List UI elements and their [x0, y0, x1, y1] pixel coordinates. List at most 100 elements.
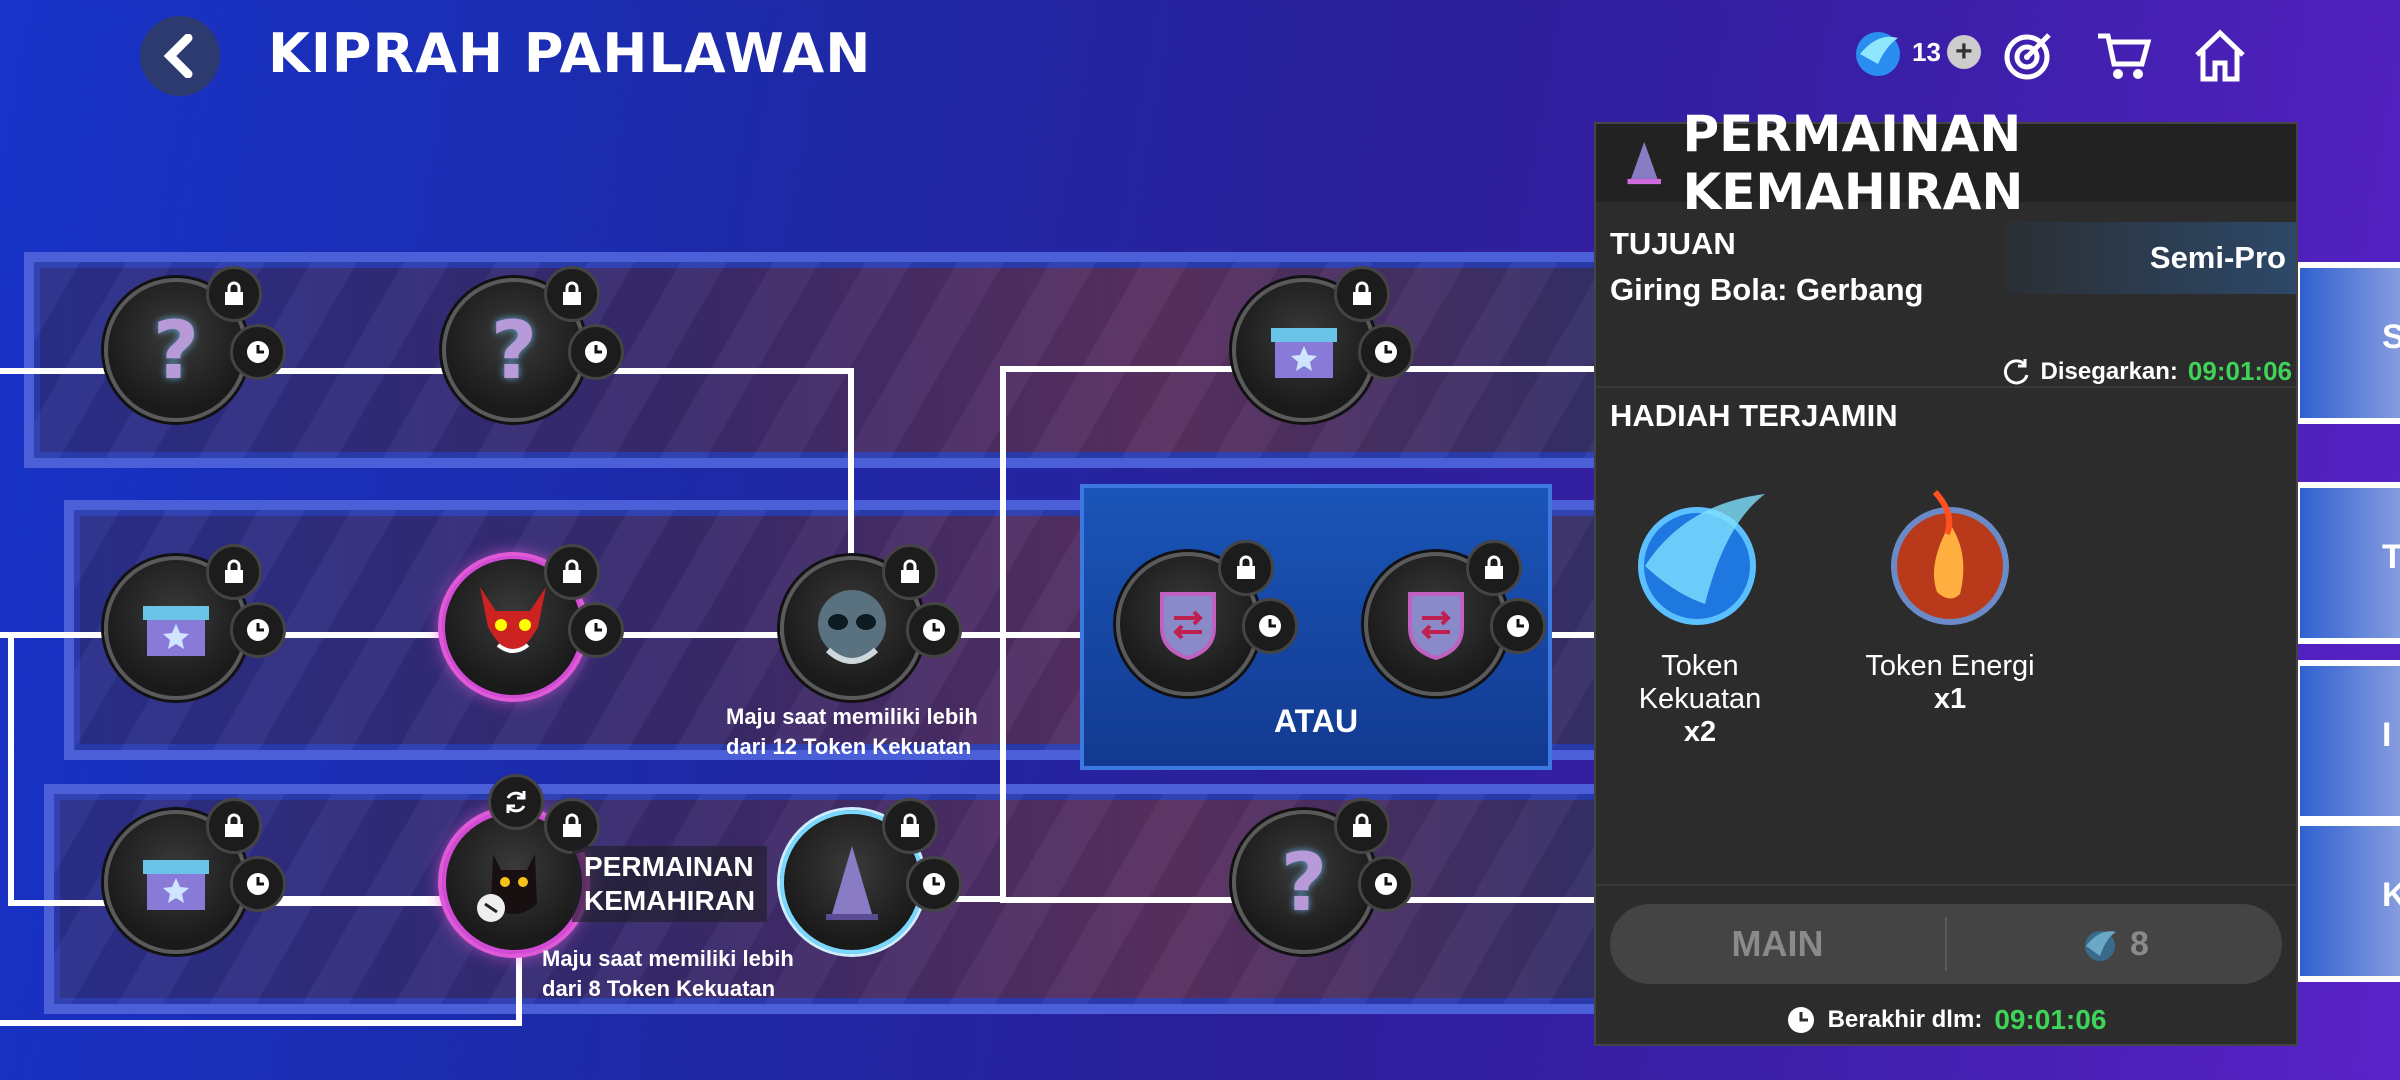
clock-icon: [923, 873, 945, 895]
lock-badge: [544, 266, 600, 322]
advance-condition-note: Maju saat memiliki lebih dari 8 Token Ke…: [542, 944, 794, 1004]
currency-count: 13: [1912, 36, 1941, 67]
shield-swap-icon: [1408, 592, 1464, 660]
note-line: Maju saat memiliki lebih: [542, 946, 794, 971]
clock-icon: [1259, 615, 1281, 637]
reward-name: Token Kekuatan: [1638, 650, 1762, 715]
edge-card[interactable]: I: [2294, 660, 2400, 822]
cart-icon: [2098, 33, 2152, 79]
note-line: dari 8 Token Kekuatan: [542, 976, 776, 1001]
reward-name: Token Energi: [1865, 650, 2035, 682]
edge-card[interactable]: S: [2294, 262, 2400, 424]
lock-icon: [225, 559, 243, 583]
lock-badge: [1466, 540, 1522, 596]
back-button[interactable]: [140, 16, 220, 96]
edge-card[interactable]: T: [2294, 482, 2400, 644]
panel-header: PERMAINAN KEMAHIRAN: [1596, 105, 2296, 221]
add-currency-button[interactable]: +: [1946, 35, 1981, 69]
event-ends-timer: Berakhir dlm: 09:01:06: [1596, 1004, 2296, 1036]
lock-badge: [1334, 798, 1390, 854]
refresh-time: 09:01:06: [2187, 356, 2292, 386]
skull-face-icon: [818, 590, 886, 664]
play-label: MAIN: [1731, 923, 1824, 964]
play-button[interactable]: MAIN: [1610, 923, 1945, 965]
reward-item[interactable]: Token Energi x1: [1850, 484, 2050, 716]
timer-badge: [1242, 598, 1298, 654]
refresh-timer: Disegarkan: 09:01:06: [2001, 356, 2292, 387]
advance-condition-note: Maju saat memiliki lebih dari 12 Token K…: [726, 702, 978, 762]
label-line: KEMAHIRAN: [584, 885, 756, 916]
shop-button[interactable]: [2092, 24, 2156, 88]
plus-icon: +: [1955, 35, 1973, 68]
clock-icon: [247, 341, 269, 363]
gift-box-icon: [1271, 328, 1337, 378]
refresh-badge[interactable]: [488, 774, 544, 830]
goal-label: TUJUAN: [1610, 226, 1736, 261]
play-cost[interactable]: 8: [1947, 924, 2282, 964]
black-cat-icon: [477, 854, 537, 922]
gift-box-icon: [143, 606, 209, 656]
lock-badge: [206, 798, 262, 854]
refresh-label: Disegarkan:: [2040, 357, 2178, 385]
choice-or-label: ATAU: [1273, 703, 1359, 739]
lock-icon: [1353, 281, 1371, 305]
timer-badge: [1490, 598, 1546, 654]
timer-badge: [1358, 856, 1414, 912]
panel-title: PERMAINAN KEMAHIRAN: [1682, 105, 2024, 221]
lock-icon: [1237, 555, 1255, 579]
training-cone-icon: [1627, 141, 1661, 185]
home-button[interactable]: [2188, 24, 2252, 88]
devil-mask-icon: [480, 587, 546, 653]
timer-badge: [568, 602, 624, 658]
event-detail-panel: PERMAINAN KEMAHIRAN TUJUAN Giring Bola: …: [1594, 105, 2298, 1046]
timer-badge: [230, 324, 286, 380]
training-cone-icon: [826, 846, 878, 920]
clock-icon: [1507, 615, 1529, 637]
lock-icon: [901, 813, 919, 837]
lock-badge: [206, 544, 262, 600]
clock-icon: [585, 619, 607, 641]
note-line: dari 12 Token Kekuatan: [726, 734, 972, 759]
lock-icon: [1353, 813, 1371, 837]
goal-value: Giring Bola: Gerbang: [1610, 272, 1924, 307]
power-token-icon: [1638, 494, 1765, 625]
lock-badge: [882, 798, 938, 854]
reward-qty: x1: [1933, 683, 1967, 715]
edge-card-letter: T: [2382, 538, 2400, 576]
lock-icon: [563, 559, 581, 583]
page-title: KIPRAH PAHLAWAN: [268, 22, 872, 85]
timer-badge: [906, 602, 962, 658]
cost-value: 8: [2130, 924, 2149, 963]
gift-box-icon: [143, 860, 209, 910]
target-icon: [2004, 33, 2051, 80]
reward-item[interactable]: Token Kekuatan x2: [1620, 484, 1780, 749]
lock-icon: [1485, 555, 1503, 579]
edge-card-letter: S: [2382, 318, 2400, 356]
clock-icon: [247, 873, 269, 895]
power-token-icon: [1856, 32, 1900, 76]
edge-card-letter: K: [2382, 876, 2400, 914]
lock-badge: [1218, 540, 1274, 596]
lock-badge: [882, 544, 938, 600]
ends-time: 09:01:06: [1994, 1004, 2107, 1035]
clock-icon: [1375, 341, 1397, 363]
question-mark-icon: ?: [152, 303, 200, 397]
lock-icon: [563, 813, 581, 837]
shield-swap-icon: [1160, 592, 1216, 660]
lock-badge: [1334, 266, 1390, 322]
timer-badge: [906, 856, 962, 912]
chevron-left-icon: [163, 34, 193, 78]
edge-card[interactable]: K: [2294, 820, 2400, 982]
note-line: Maju saat memiliki lebih: [726, 704, 978, 729]
energy-token-icon: [1891, 489, 2009, 625]
difficulty-tier: Semi-Pro: [2006, 222, 2296, 294]
lock-badge: [206, 266, 262, 322]
refresh-icon: [506, 791, 526, 813]
lock-icon: [563, 281, 581, 305]
clock-icon: [247, 619, 269, 641]
target-button[interactable]: [1996, 24, 2060, 88]
power-token-icon: [2085, 931, 2117, 961]
rewards-label: HADIAH TERJAMIN: [1610, 398, 1898, 433]
reward-qty: x2: [1683, 716, 1717, 748]
timer-badge: [230, 856, 286, 912]
